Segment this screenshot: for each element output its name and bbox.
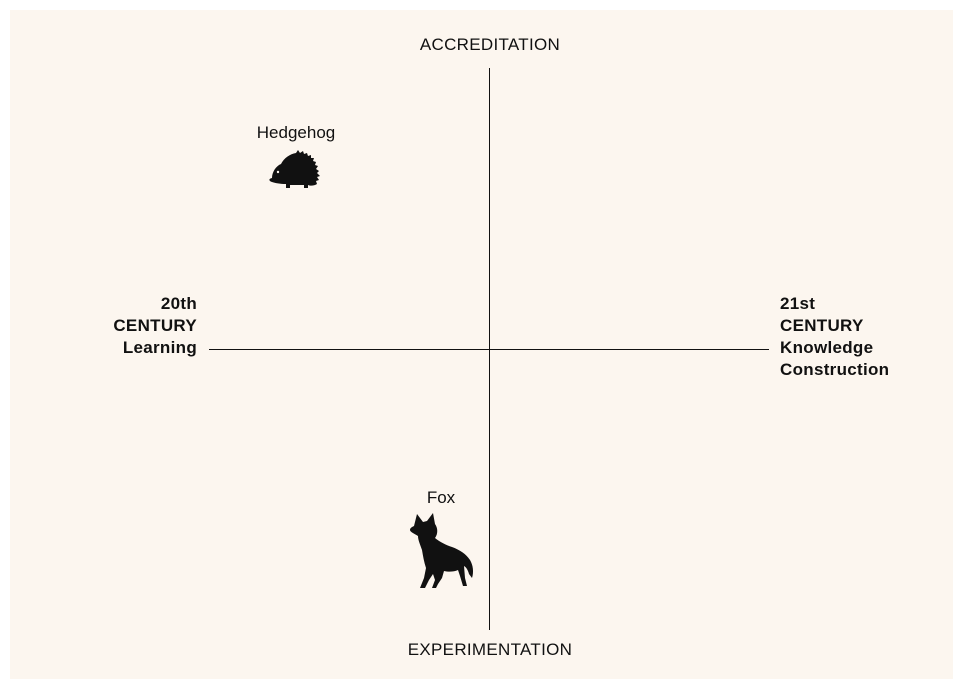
fox-label: Fox — [426, 488, 456, 507]
axis-label-right-line: Knowledge — [780, 338, 874, 357]
axis-label-right: 21st CENTURY Knowledge Construction — [780, 293, 950, 381]
axis-label-right-line: Construction — [780, 360, 890, 379]
axis-label-bottom: EXPERIMENTATION — [407, 640, 573, 659]
axis-label-right-line: CENTURY — [780, 316, 864, 335]
axis-label-left: 20th CENTURY Learning — [70, 293, 197, 359]
axis-label-right-line: 21st — [780, 294, 816, 313]
hedgehog-icon — [268, 148, 324, 195]
hedgehog-label: Hedgehog — [256, 123, 336, 142]
diagram-canvas: ACCREDITATION EXPERIMENTATION 20th CENTU… — [10, 10, 953, 679]
axis-label-left-line: 20th — [160, 294, 197, 313]
axis-label-left-line: CENTURY — [113, 316, 197, 335]
axis-label-top: ACCREDITATION — [419, 35, 561, 54]
fox-icon — [408, 512, 476, 593]
horizontal-axis — [209, 349, 769, 350]
axis-label-left-line: Learning — [122, 338, 197, 357]
